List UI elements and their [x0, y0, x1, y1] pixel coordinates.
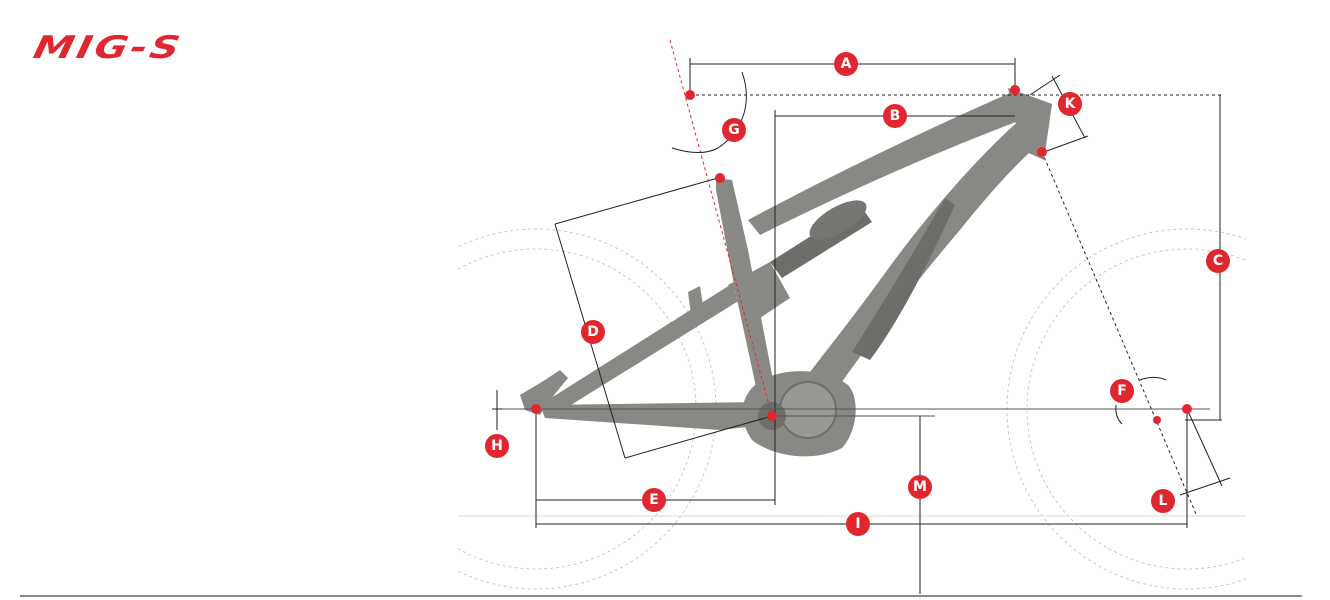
- svg-text:F: F: [1117, 383, 1127, 399]
- svg-text:L: L: [1159, 493, 1168, 509]
- dim-F-arc: [1139, 376, 1167, 381]
- chain-stay: [540, 402, 765, 430]
- label-F: F: [1110, 379, 1134, 403]
- point-front-axle: [1182, 404, 1192, 414]
- label-M: M: [908, 475, 932, 499]
- label-I: I: [846, 512, 870, 536]
- label-K: K: [1058, 92, 1082, 116]
- svg-text:B: B: [890, 108, 901, 124]
- point-seat-clamp: [715, 173, 725, 183]
- point-head-bottom: [1037, 147, 1047, 157]
- point-fork-offset: [1153, 416, 1161, 424]
- seat-axis: [669, 39, 773, 417]
- point-head-top: [1010, 85, 1020, 95]
- measure-points: [531, 85, 1192, 424]
- svg-text:G: G: [728, 122, 740, 138]
- label-G: G: [722, 118, 746, 142]
- svg-text:I: I: [855, 516, 860, 532]
- label-E: E: [642, 488, 666, 512]
- point-rear-axle: [531, 404, 541, 414]
- seat-stay-brace: [688, 286, 705, 322]
- battery: [852, 198, 955, 360]
- fork-axis: [1041, 151, 1197, 515]
- label-B: B: [883, 104, 907, 128]
- top-tube: [748, 92, 1035, 235]
- svg-text:E: E: [649, 492, 659, 508]
- label-C: C: [1206, 249, 1230, 273]
- bike-frame: [520, 88, 1052, 457]
- svg-text:C: C: [1213, 253, 1223, 269]
- point-bb: [767, 411, 777, 421]
- shock-body: [809, 200, 867, 240]
- dim-G-arc: [671, 71, 747, 153]
- label-L: L: [1151, 489, 1175, 513]
- label-D: D: [581, 320, 605, 344]
- head-tube: [1008, 88, 1052, 160]
- svg-text:K: K: [1065, 96, 1077, 112]
- motor-cover: [779, 381, 837, 439]
- svg-text:M: M: [913, 479, 927, 495]
- label-A: A: [834, 52, 858, 76]
- svg-text:A: A: [841, 56, 852, 72]
- dim-L-line: [1179, 477, 1231, 496]
- dropout-bracket: [520, 370, 568, 415]
- label-H: H: [485, 434, 509, 458]
- point-seat-top: [685, 90, 695, 100]
- seat-stay: [540, 285, 740, 418]
- svg-text:H: H: [491, 438, 503, 454]
- svg-text:D: D: [587, 324, 599, 340]
